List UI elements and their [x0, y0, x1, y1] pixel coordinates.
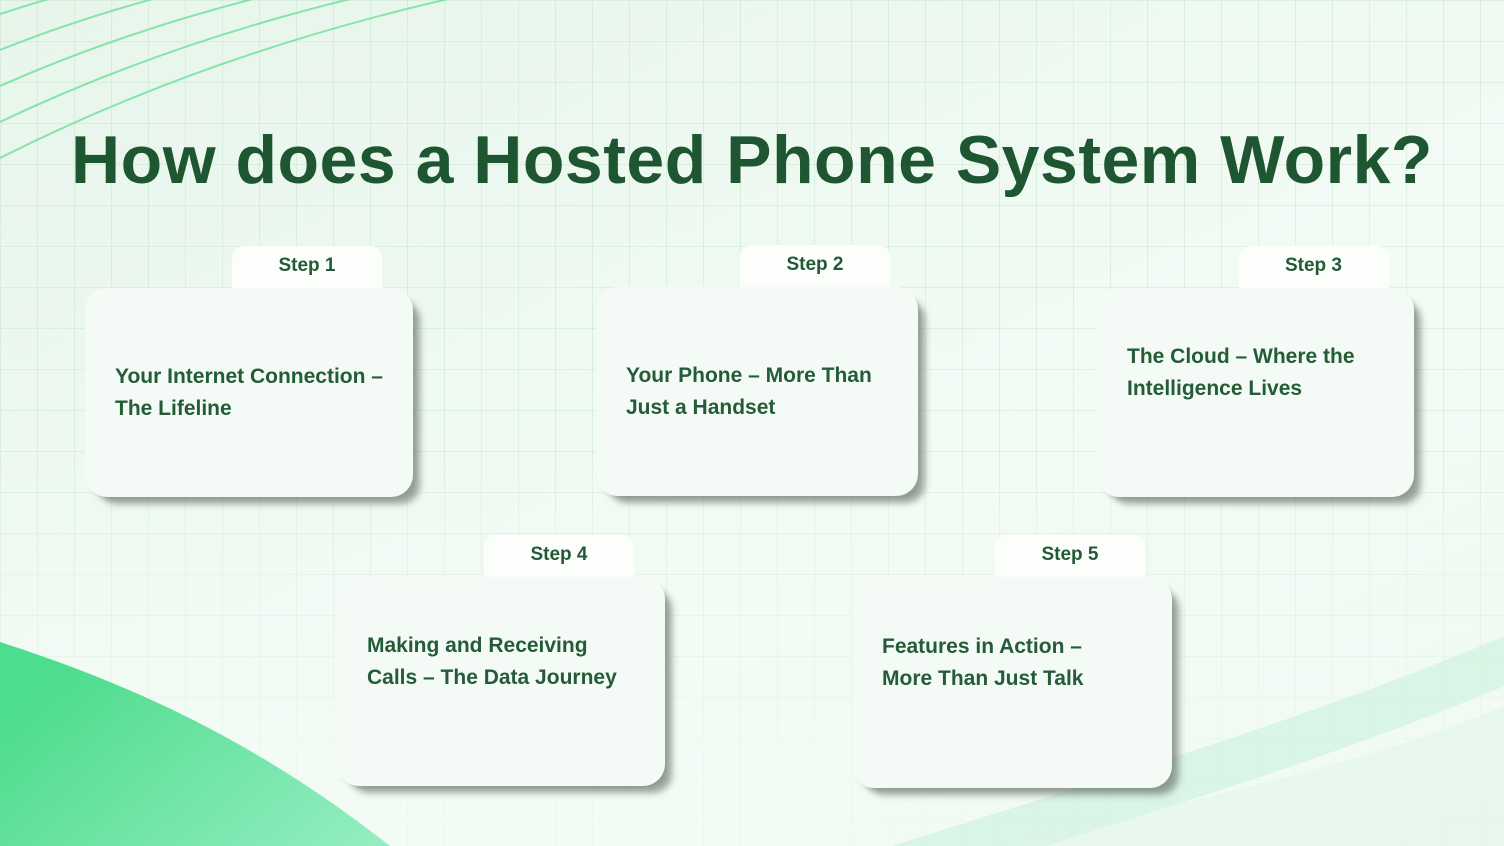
step-2-title: Your Phone – More Than Just a Handset	[626, 360, 888, 424]
step-3-label: Step 3	[1284, 255, 1343, 276]
step-5-title-line-2: More Than Just Talk	[882, 666, 1084, 690]
step-5-title-line-1: Features in Action –	[882, 634, 1082, 658]
step-3-card: The Cloud – Where the Intelligence Lives	[1097, 288, 1414, 497]
page-title: How does a Hosted Phone System Work?	[71, 121, 1433, 198]
step-2-label: Step 2	[786, 254, 844, 275]
step-2-module: Step 2 Your Phone – More Than Just a Han…	[596, 245, 918, 496]
step-4-title: Making and Receiving Calls – The Data Jo…	[367, 630, 635, 694]
step-2-title-line-2: Just a Handset	[626, 395, 776, 419]
step-3-title-line-2: Intelligence Lives	[1127, 376, 1303, 400]
step-2-title-line-1: Your Phone – More Than	[626, 363, 872, 387]
step-5-title: Features in Action – More Than Just Talk	[882, 631, 1142, 695]
step-5-module: Step 5 Features in Action – More Than Ju…	[852, 535, 1172, 788]
step-3-title: The Cloud – Where the Intelligence Lives	[1127, 341, 1384, 405]
step-1-title: Your Internet Connection – The Lifeline	[115, 361, 383, 425]
step-1-module: Step 1 Your Internet Connection – The Li…	[85, 246, 413, 497]
step-4-card: Making and Receiving Calls – The Data Jo…	[337, 577, 665, 786]
step-2-card: Your Phone – More Than Just a Handset	[596, 287, 918, 496]
step-4-title-line-1: Making and Receiving	[367, 633, 588, 657]
step-4-module: Step 4 Making and Receiving Calls – The …	[337, 535, 665, 786]
step-4-label: Step 4	[530, 544, 588, 565]
step-4-title-line-2: Calls – The Data Journey	[367, 665, 617, 689]
step-5-card: Features in Action – More Than Just Talk	[852, 577, 1172, 788]
step-1-title-line-1: Your Internet Connection –	[115, 364, 383, 388]
bottom-left-green-blob	[0, 642, 390, 846]
step-1-label: Step 1	[278, 255, 336, 276]
step-5-label: Step 5	[1041, 544, 1099, 565]
step-1-card: Your Internet Connection – The Lifeline	[85, 288, 413, 497]
step-3-title-line-1: The Cloud – Where the	[1127, 344, 1355, 368]
step-3-module: Step 3 The Cloud – Where the Intelligenc…	[1097, 246, 1414, 497]
step-1-title-line-2: The Lifeline	[115, 396, 232, 420]
